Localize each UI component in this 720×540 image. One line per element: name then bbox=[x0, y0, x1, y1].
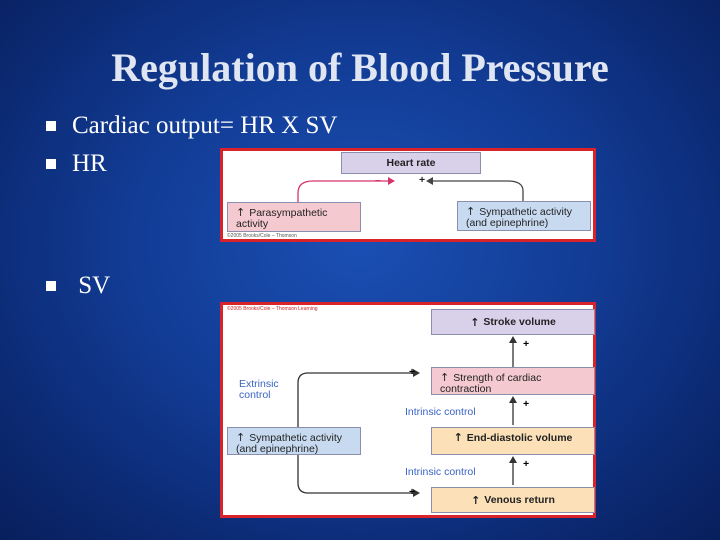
plus-sign: + bbox=[523, 338, 530, 350]
stroke-volume-label: Stroke volume bbox=[483, 315, 556, 328]
parasympathetic-label: Parasympathetic activity bbox=[236, 207, 328, 230]
hr-credit: ©2005 Brooks/Cole – Thomson bbox=[227, 233, 297, 239]
up-arrow-icon: ↑ bbox=[236, 206, 246, 219]
plus-sign: + bbox=[409, 366, 416, 378]
plus-sign: + bbox=[523, 398, 530, 410]
intrinsic-control-label: Intrinsic control bbox=[405, 466, 476, 478]
contraction-strength-label: Strength of cardiac contraction bbox=[440, 372, 542, 395]
stroke-volume-box: ↑Stroke volume bbox=[431, 309, 595, 335]
square-bullet-icon bbox=[46, 159, 56, 169]
heart-rate-connectors bbox=[297, 177, 524, 213]
sympathetic-label: Sympathetic activity (and epinephrine) bbox=[236, 432, 343, 455]
up-arrow-icon: ↑ bbox=[453, 431, 463, 444]
up-arrow-icon: ↑ bbox=[236, 431, 246, 444]
plus-sign: + bbox=[419, 174, 426, 186]
up-arrow-icon: ↑ bbox=[471, 493, 481, 507]
up-arrow-icon: ↑ bbox=[466, 205, 476, 218]
bullet-cardiac-output: Cardiac output= HR X SV bbox=[46, 112, 337, 140]
heart-rate-label: Heart rate bbox=[386, 156, 436, 169]
bullet-hr: HR bbox=[46, 150, 107, 178]
contraction-strength-box: ↑Strength of cardiac contraction bbox=[431, 367, 595, 395]
parasympathetic-box: ↑Parasympathetic activity bbox=[227, 202, 361, 232]
stroke-volume-connectors bbox=[297, 336, 517, 497]
bullet-sv: SV bbox=[46, 272, 110, 300]
up-arrow-icon: ↑ bbox=[470, 315, 480, 329]
square-bullet-icon bbox=[46, 281, 56, 291]
up-arrow-icon: ↑ bbox=[440, 371, 450, 384]
sympathetic-box: ↑Sympathetic activity (and epinephrine) bbox=[457, 201, 591, 231]
bullet-text: SV bbox=[72, 272, 111, 299]
sympathetic-label: Sympathetic activity (and epinephrine) bbox=[466, 206, 573, 229]
minus-sign: – bbox=[375, 174, 381, 186]
sympathetic-box: ↑Sympathetic activity (and epinephrine) bbox=[227, 427, 361, 455]
bullet-text: Cardiac output= HR X SV bbox=[72, 112, 338, 139]
stroke-volume-diagram: ©2005 Brooks/Cole – Thomson Learning ↑St… bbox=[220, 302, 596, 518]
heart-rate-diagram: Heart rate – + ↑Parasympathetic activity… bbox=[220, 148, 596, 242]
plus-sign: + bbox=[409, 486, 416, 498]
end-diastolic-label: End-diastolic volume bbox=[466, 432, 573, 444]
square-bullet-icon bbox=[46, 121, 56, 131]
bullet-text: HR bbox=[72, 150, 107, 177]
extrinsic-control-label: Extrinsic control bbox=[239, 378, 279, 401]
slide-title: Regulation of Blood Pressure bbox=[111, 45, 609, 90]
end-diastolic-box: ↑End-diastolic volume bbox=[431, 427, 595, 455]
sv-credit: ©2005 Brooks/Cole – Thomson Learning bbox=[227, 306, 318, 312]
venous-return-box: ↑Venous return bbox=[431, 487, 595, 513]
heart-rate-box: Heart rate bbox=[341, 152, 481, 174]
plus-sign: + bbox=[523, 458, 530, 470]
intrinsic-control-label: Intrinsic control bbox=[405, 406, 476, 418]
venous-return-label: Venous return bbox=[484, 493, 555, 506]
